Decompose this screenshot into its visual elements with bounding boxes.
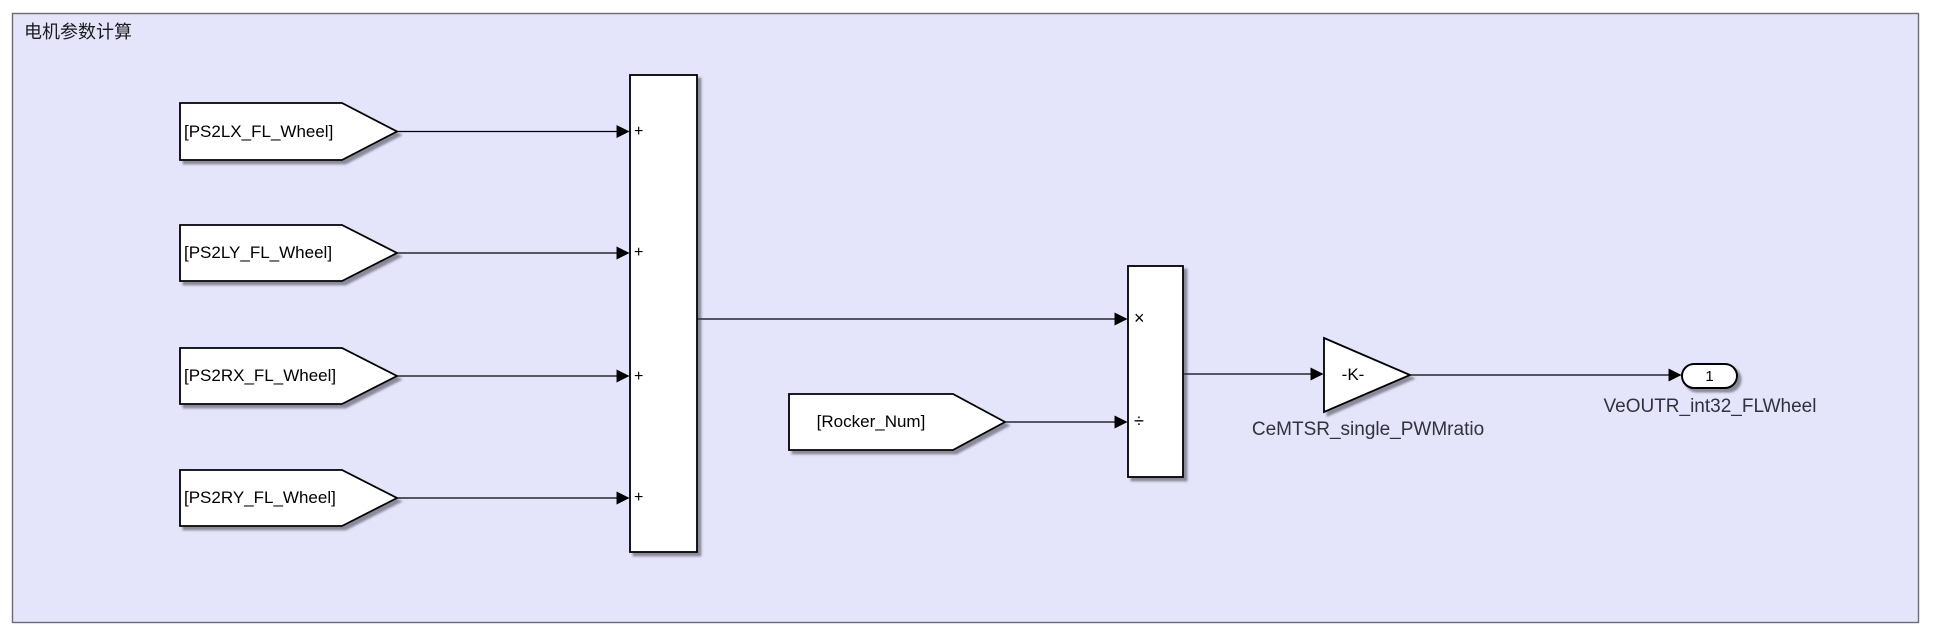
outport-number: 1: [1705, 367, 1714, 385]
from-block-ps2lx[interactable]: [179, 102, 399, 161]
sum-plus-sign: +: [634, 368, 644, 385]
sum-plus-sign: +: [634, 244, 644, 261]
from-block-ps2ly[interactable]: [179, 224, 399, 282]
sum-block[interactable]: [629, 74, 698, 553]
from-block-ps2ry[interactable]: [179, 469, 399, 527]
subsystem-title: 电机参数计算: [24, 22, 132, 42]
sum-plus-sign: +: [634, 123, 644, 140]
gain-block[interactable]: [1323, 336, 1413, 414]
from-block-label: [PS2RY_FL_Wheel]: [184, 488, 336, 507]
from-block-label: [PS2LY_FL_Wheel]: [184, 243, 333, 262]
gain-name-label: CeMTSR_single_PWMratio: [1251, 419, 1485, 440]
product-divide-block[interactable]: [1127, 265, 1184, 478]
product-divide-sign: ÷: [1134, 411, 1144, 431]
wire-group: [397, 125, 1682, 505]
from-block-ps2rx[interactable]: [179, 347, 399, 405]
outport-name-label: VeOUTR_int32_FLWheel: [1603, 396, 1817, 417]
from-block-label: [PS2LX_FL_Wheel]: [184, 121, 334, 141]
sum-plus-sign: +: [634, 489, 644, 506]
gain-value-label: -K-: [1341, 365, 1365, 384]
outport-block[interactable]: [1681, 363, 1738, 389]
from-block-rocker-num[interactable]: [788, 393, 1007, 451]
from-block-label: [Rocker_Num]: [816, 412, 926, 431]
from-block-label: [PS2RX_FL_Wheel]: [184, 366, 337, 385]
product-multiply-sign: ×: [1134, 308, 1145, 328]
